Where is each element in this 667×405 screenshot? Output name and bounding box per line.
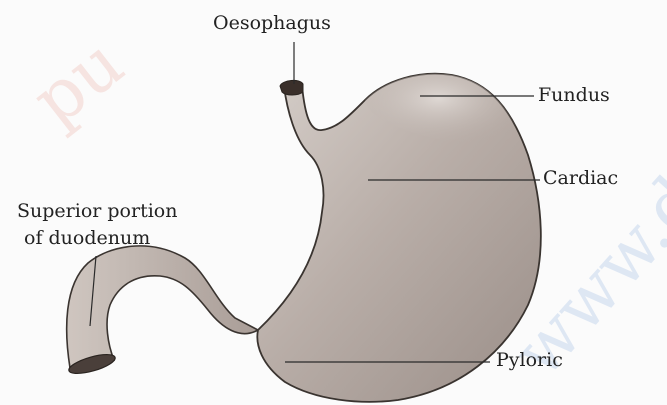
label-fundus: Fundus (538, 84, 610, 108)
oesophagus-opening (280, 80, 303, 95)
label-superior-line1: Superior portion (17, 200, 177, 224)
label-cardiac: Cardiac (543, 167, 618, 191)
watermark-left: pu (17, 22, 138, 142)
label-oesophagus: Oesophagus (213, 12, 331, 36)
label-pyloric: Pyloric (496, 349, 563, 373)
label-superior-line2: of duodenum (24, 227, 150, 251)
